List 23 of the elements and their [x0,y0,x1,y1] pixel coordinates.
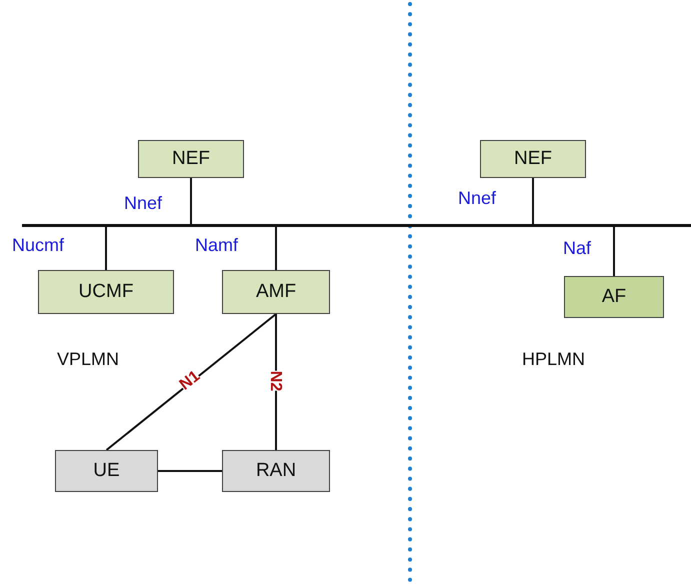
connector-line [190,178,192,224]
edge-label: Nnef [458,189,496,207]
network-label: HPLMN [522,349,586,370]
function-box: UE [55,450,158,492]
connector-line [532,178,534,224]
function-box: UCMF [38,270,174,314]
connector-line [275,314,277,450]
bus-line [22,224,691,227]
edge-label: Naf [563,239,592,257]
connector-line [613,227,615,276]
edge-label: Nnef [124,194,162,212]
edge-label: Nucmf [12,236,64,254]
connector-line [105,227,107,270]
function-box: AF [564,276,664,318]
function-box: AMF [222,270,330,314]
connector-line [106,313,277,451]
network-label: VPLMN [57,349,120,370]
function-box: NEF [480,140,586,178]
edge-label: Namf [195,236,238,254]
connector-line [275,227,277,270]
connector-line [158,470,222,472]
function-box: RAN [222,450,330,492]
function-box: NEF [138,140,244,178]
